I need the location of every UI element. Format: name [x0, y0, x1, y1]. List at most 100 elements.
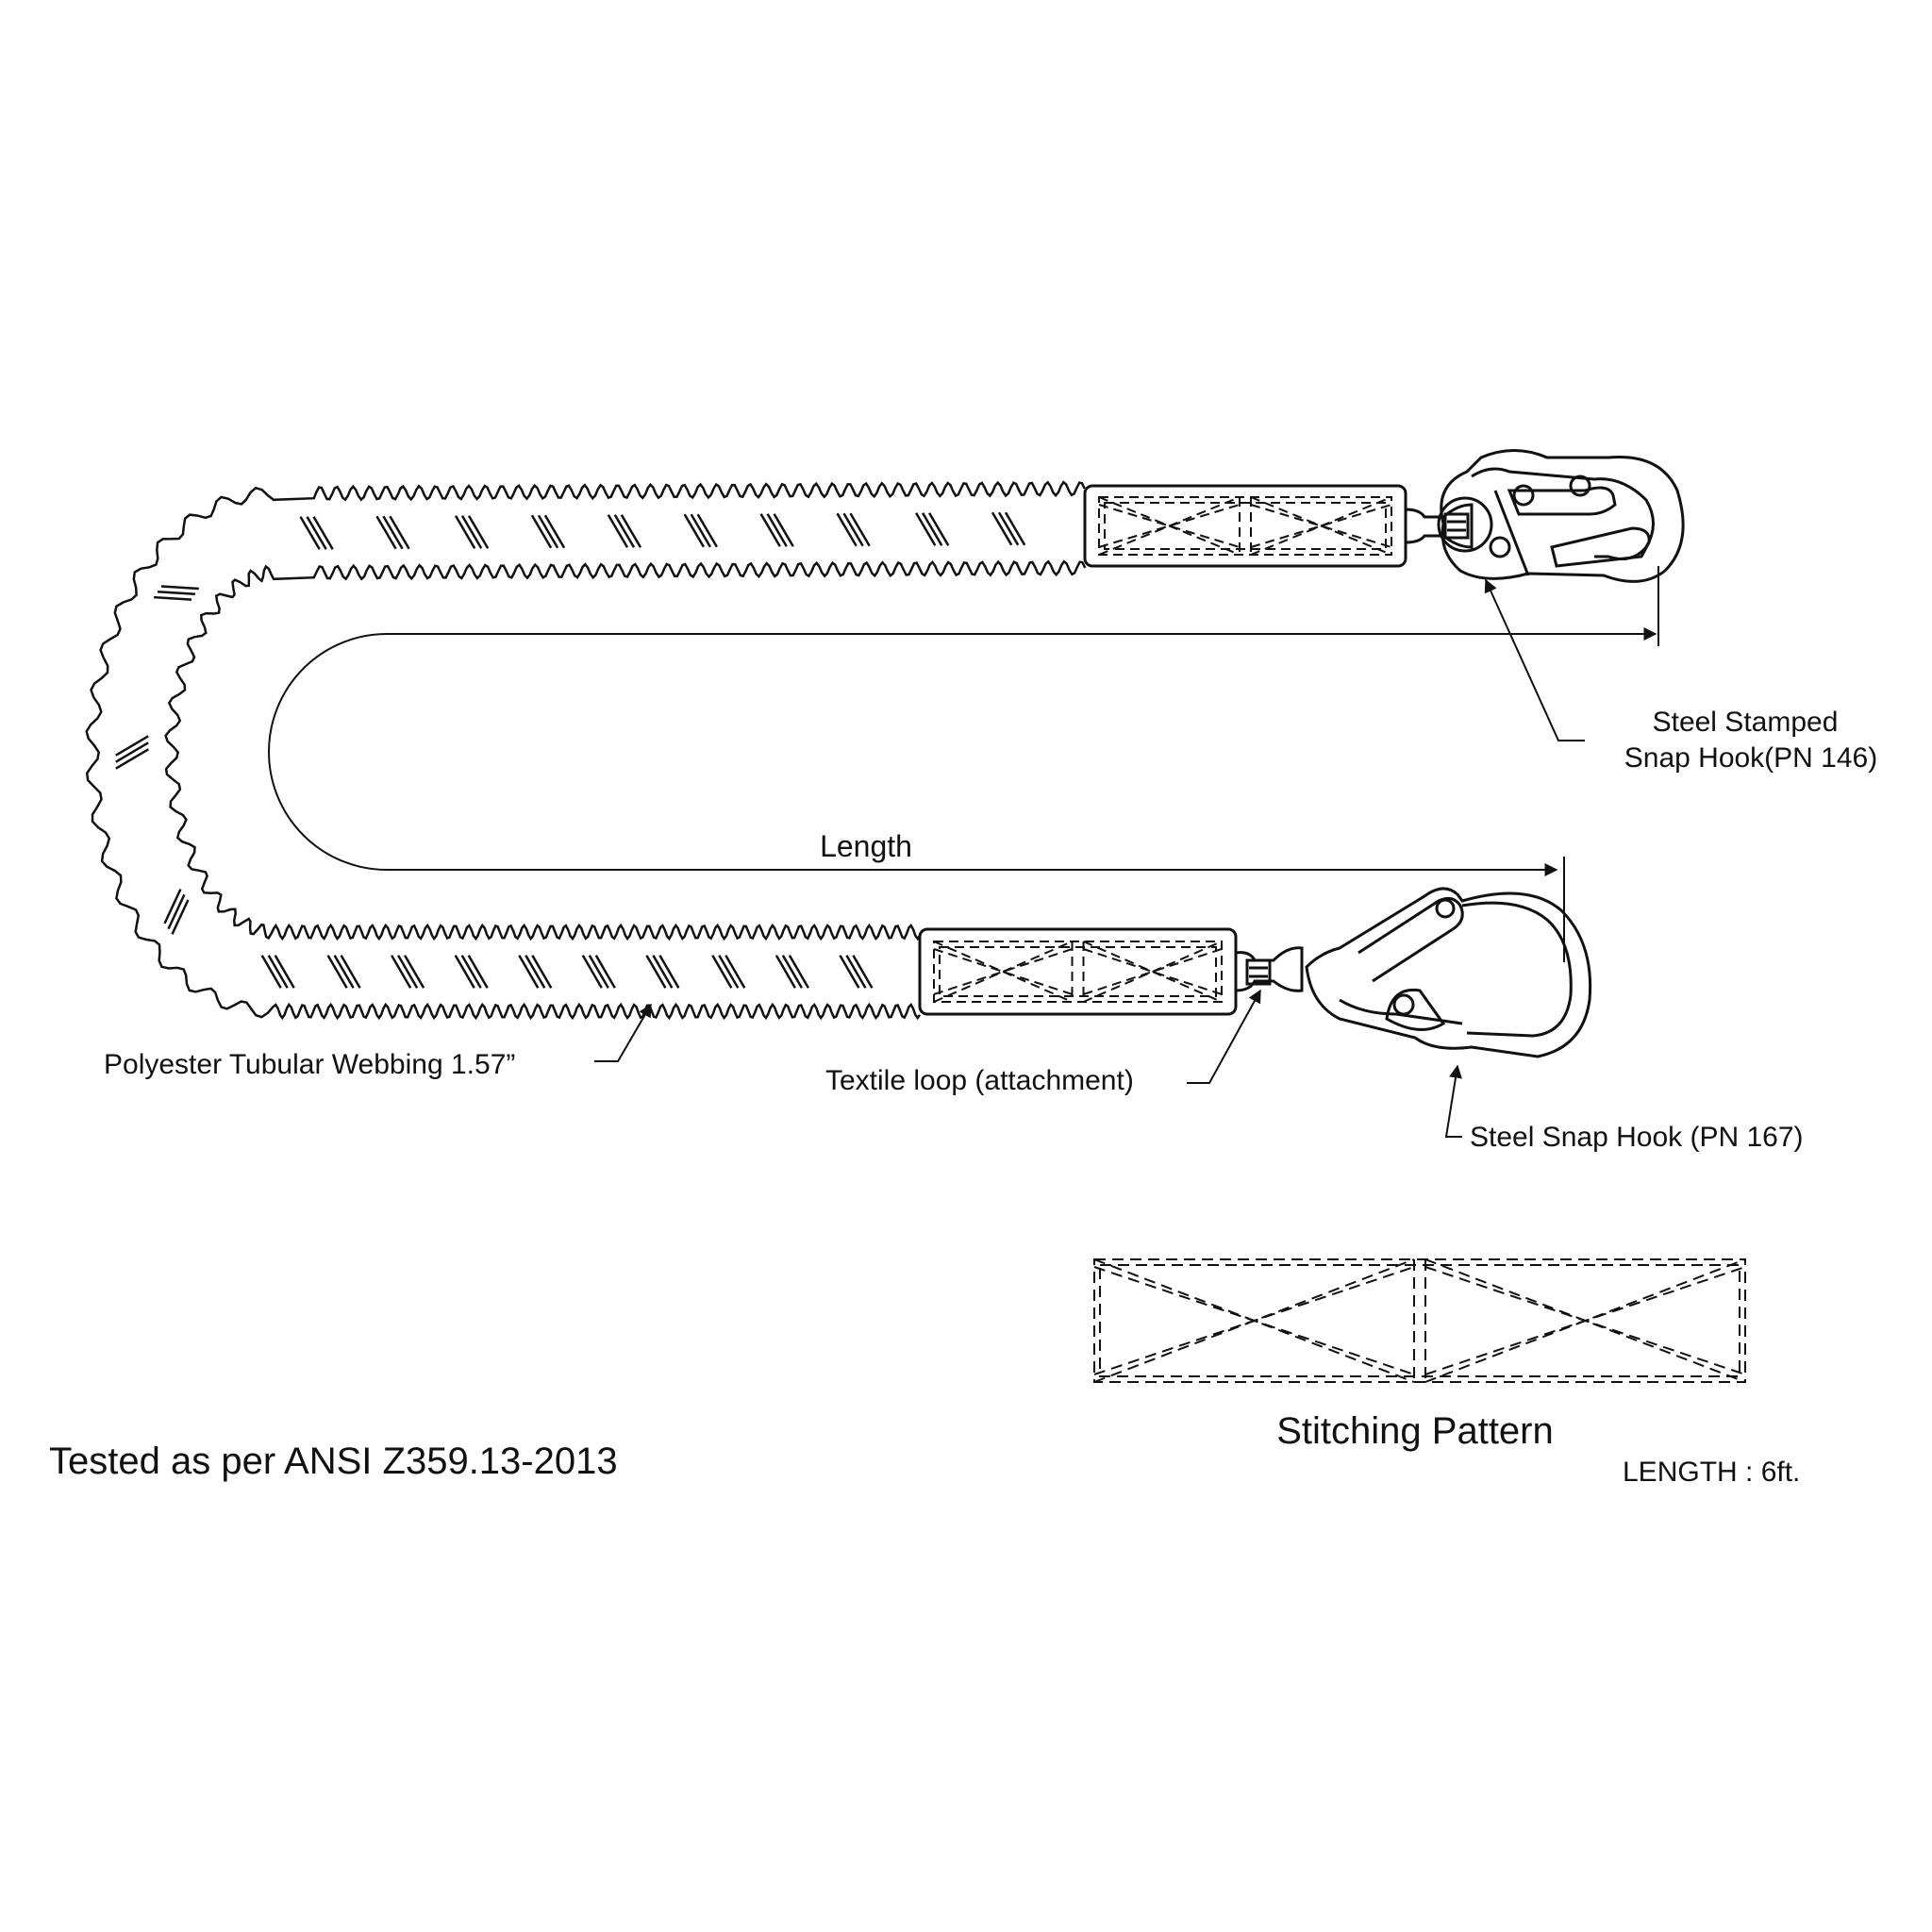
webbing-hatch-mark	[518, 955, 540, 989]
webbing-hatch-mark	[658, 955, 680, 989]
webbing-hatch-mark	[922, 512, 943, 546]
webbing-hatch-mark	[839, 955, 860, 989]
webbing-hatch-mark	[391, 955, 412, 989]
steel-stamped-label-line1: Steel Stamped	[1653, 707, 1839, 738]
webbing-hatch-mark	[163, 889, 182, 924]
lower-sleeve-stitch-diagonal	[933, 948, 1073, 995]
lower-sleeve-stitch-diagonal	[1083, 948, 1223, 995]
upper-stitched-sleeve	[1083, 484, 1407, 568]
lower-sleeve-stitch-diagonal	[1083, 941, 1223, 1003]
webbing-hatch-mark	[836, 512, 858, 547]
lower-sleeve-stitch-inner-outline	[939, 946, 1217, 997]
steel-snap-hook-large	[1305, 887, 1592, 1058]
length-specification: LENGTH : 6ft.	[1623, 1457, 1800, 1488]
webbing-hatch-mark	[157, 591, 195, 596]
textile-loop-label: Textile loop (attachment)	[825, 1065, 1134, 1096]
webbing-hatch-mark	[467, 515, 490, 549]
webbing-hatch-mark	[724, 955, 746, 989]
webbing-hatch-mark	[454, 515, 476, 549]
upper-sleeve-stitch-pattern	[1098, 496, 1392, 556]
webbing-hatch-mark	[326, 955, 348, 989]
webbing-hatch-mark	[997, 511, 1020, 546]
webbing-hatch-mark	[991, 511, 1013, 546]
webbing-hatch-mark	[845, 955, 867, 989]
webbing-hatch-mark	[683, 513, 705, 548]
webbing-hatch-mark	[404, 955, 425, 989]
steel-stamped-label-line2: Snap Hook(PN 146)	[1624, 742, 1877, 774]
webbing-hatch-mark	[849, 512, 871, 547]
webbing-hatch-mark	[842, 512, 864, 547]
webbing-hatch-mark	[652, 955, 674, 989]
webbing-hatch-mark	[773, 513, 794, 547]
stitching-pattern-detail	[1093, 1258, 1746, 1383]
webbing-hatch-mark	[467, 955, 489, 989]
webbing-hatch-mark	[543, 514, 566, 549]
length-dimension-curve	[268, 627, 1657, 876]
lower-sleeve-stitch-diagonal	[933, 941, 1073, 1003]
textile-loop-leader	[1187, 989, 1261, 1084]
webbing-hatch-mark	[774, 955, 796, 989]
webbing-hatch-mark	[525, 955, 546, 989]
lower-stitched-sleeve	[918, 927, 1238, 1016]
webbing-hatch-mark	[594, 955, 616, 989]
webbing-hatch-mark	[696, 513, 718, 548]
steel-stamped-snap-hook	[1437, 449, 1685, 583]
stitch-detail-diagonal	[1093, 1266, 1415, 1375]
webbing-hatch-mark	[788, 955, 809, 989]
webbing-hatch-mark	[306, 516, 327, 550]
webbing-hatch-mark	[115, 741, 149, 763]
webbing-hatch-mark	[454, 955, 475, 989]
polyester-tubular-webbing	[85, 480, 1087, 1021]
webbing-hatch-mark	[397, 955, 419, 989]
lower-textile-loop	[1235, 946, 1304, 992]
leader-lines	[594, 578, 1585, 1138]
lower-sleeve-stitch-outline	[933, 941, 1223, 1003]
webbing-hatch-mark	[333, 955, 355, 989]
webbing-leader	[594, 1003, 652, 1062]
webbing-hatch-mark	[260, 955, 282, 989]
webbing-hatch-mark	[781, 955, 803, 989]
webbing-hatch-mark	[607, 514, 629, 548]
webbing-hatch-mark	[645, 955, 667, 989]
lower-sleeve-stitch-diagonal	[1083, 948, 1223, 995]
upper-textile-loop	[1405, 503, 1474, 549]
webbing-hatch-mark	[460, 955, 482, 989]
webbing-hatch-mark	[531, 955, 553, 989]
webbing-hatch-mark	[160, 585, 199, 591]
webbing-hatch-mark	[312, 516, 334, 550]
webbing-hatch-mark	[154, 595, 192, 601]
stitch-detail-inner-outline	[1099, 1264, 1740, 1377]
webbing-hatch-mark	[389, 515, 410, 550]
steel-stamped-leader	[1484, 578, 1585, 741]
lower-sleeve-stitch-diagonal	[1083, 941, 1223, 1003]
webbing-hatch-mark	[167, 893, 186, 930]
webbing-hatch-mark	[711, 955, 733, 989]
webbing-hatch-mark	[115, 748, 149, 770]
webbing-hatch-mark	[588, 955, 609, 989]
stitch-detail-diagonal	[1424, 1266, 1746, 1375]
length-dimension	[268, 566, 1659, 962]
webbing-hatch-mark	[690, 513, 711, 548]
webbing-hatch-mark	[274, 955, 295, 989]
steel-snap-hook-leader	[1444, 1064, 1462, 1138]
webbing-hatch-mark	[852, 955, 874, 989]
webbing-outer-edge	[85, 480, 1086, 1021]
lower-sleeve-stitch-diagonal	[933, 941, 1073, 1003]
upper-sleeve-stitch-diagonal	[1250, 504, 1392, 548]
upper-sleeve-stitch-diagonal	[1098, 504, 1241, 548]
webbing-hatch-mark	[537, 514, 559, 549]
webbing-label: Polyester Tubular Webbing 1.57”	[104, 1049, 515, 1080]
upper-sleeve-stitch-diagonal	[1250, 496, 1392, 556]
webbing-hatch-mark	[759, 513, 781, 547]
lower-sleeve-stitch-pattern	[933, 941, 1223, 1003]
webbing-hatch-mark	[613, 514, 636, 548]
webbing-hatch-mark	[1004, 511, 1026, 546]
webbing-hatch-mark	[928, 512, 950, 546]
upper-sleeve-stitch-inner-outline	[1104, 502, 1387, 550]
upper-sleeve-stitch-diagonal	[1098, 496, 1241, 556]
webbing-hatch-mark	[718, 955, 740, 989]
length-label: Length	[820, 829, 912, 863]
standard-compliance-note: Tested as per ANSI Z359.13-2013	[49, 1441, 618, 1482]
